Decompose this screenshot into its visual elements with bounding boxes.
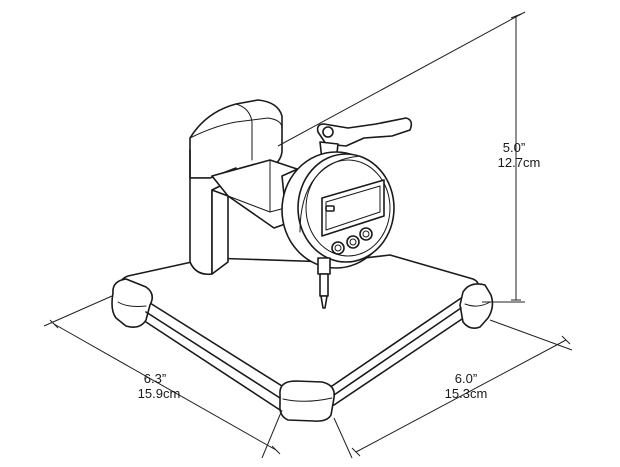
width-dimension: 6.3” 15.9cm	[43, 295, 283, 459]
depth-metric-label: 15.3cm	[445, 386, 488, 401]
dial-indicator	[281, 117, 413, 309]
column-post	[189, 99, 303, 276]
height-metric-label: 12.7cm	[498, 155, 541, 170]
depth-imperial-label: 6.0”	[455, 371, 477, 386]
base-plate	[111, 254, 494, 422]
width-imperial-label: 6.3”	[144, 371, 166, 386]
height-dimension: 5.0” 12.7cm	[277, 11, 541, 303]
height-imperial-label: 5.0”	[503, 140, 525, 155]
width-metric-label: 15.9cm	[138, 386, 181, 401]
depth-dimension: 6.0” 15.3cm	[333, 319, 573, 459]
